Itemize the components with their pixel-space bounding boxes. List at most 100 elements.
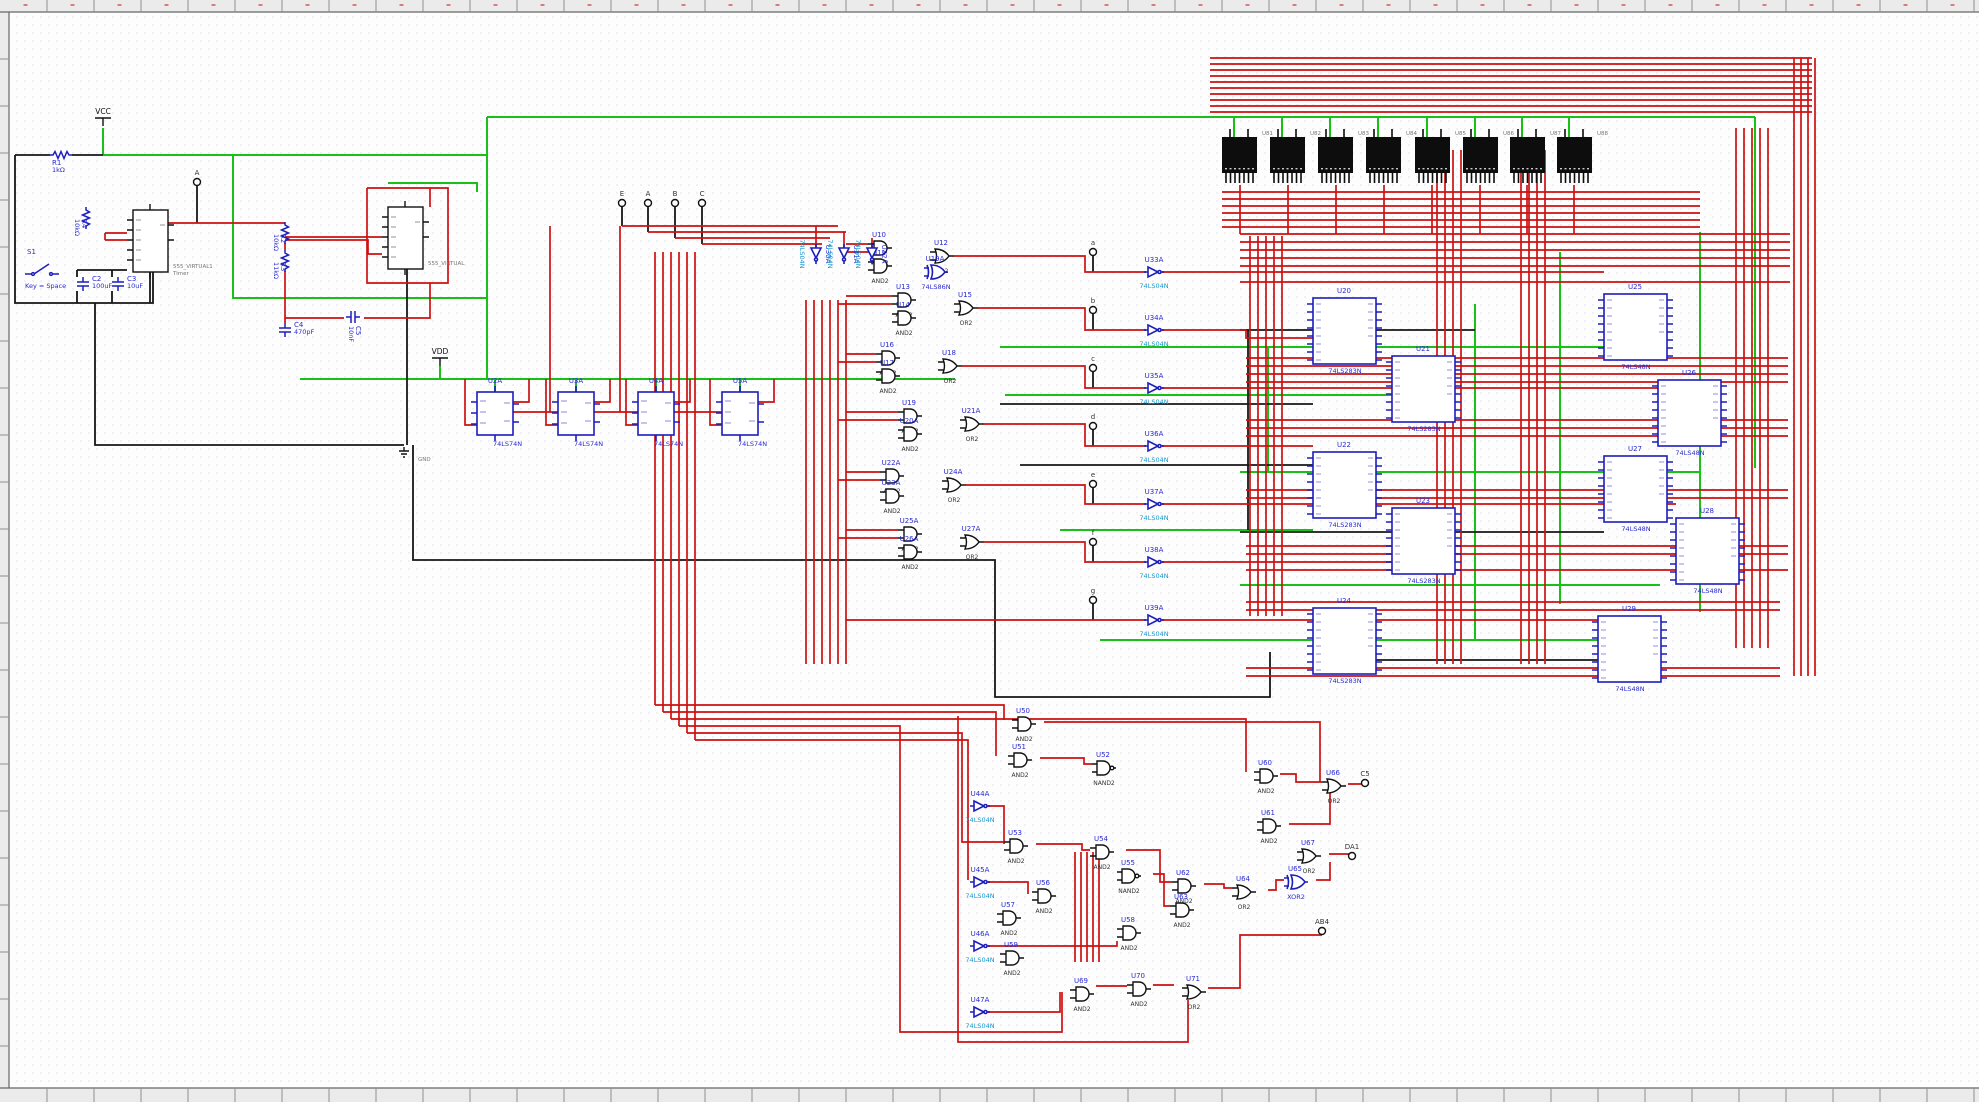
- timer-chip-555_VIRTUAL-icon: [381, 200, 430, 276]
- wire: [954, 255, 1146, 273]
- terminal-C5[interactable]: C5: [1360, 770, 1370, 788]
- seven-segment-display-U81[interactable]: U81: [1221, 128, 1273, 184]
- timer-chip-555_VIRTUAL[interactable]: 555_VIRTUAL: [381, 200, 465, 276]
- terminal-c[interactable]: c: [1088, 355, 1098, 373]
- terminal-d[interactable]: d: [1088, 413, 1098, 431]
- terminal-a[interactable]: a: [1088, 239, 1098, 257]
- seven-segment-display-U88[interactable]: U88: [1556, 128, 1609, 184]
- terminal-E[interactable]: E: [617, 190, 627, 208]
- seven-segment-display-U87[interactable]: U87: [1509, 128, 1562, 184]
- seven-segment-display-U85[interactable]: U85: [1414, 128, 1467, 184]
- terminal-e[interactable]: e: [1088, 471, 1098, 489]
- seven-segment-display-U82[interactable]: U82: [1269, 128, 1321, 184]
- vdd-symbol[interactable]: VDD: [431, 347, 449, 367]
- seven-segment-display-U86[interactable]: U86: [1462, 128, 1515, 184]
- seven-segment-display-U84[interactable]: U84: [1365, 128, 1418, 184]
- terminal-A[interactable]: A: [192, 169, 202, 187]
- terminal-B[interactable]: B: [670, 190, 680, 208]
- terminal-C[interactable]: C: [697, 190, 707, 208]
- terminal-f[interactable]: f: [1088, 529, 1098, 547]
- seven-segment-display-U83[interactable]: U83: [1317, 128, 1370, 184]
- terminal-A[interactable]: A: [643, 190, 653, 208]
- terminal-b[interactable]: b: [1088, 297, 1098, 315]
- terminal-DA1[interactable]: DA1: [1345, 843, 1360, 861]
- terminal-g[interactable]: g: [1088, 587, 1098, 605]
- gnd-symbol[interactable]: GND: [398, 446, 431, 463]
- vcc-symbol[interactable]: VCC: [94, 107, 112, 127]
- terminal-AB4[interactable]: AB4: [1315, 918, 1330, 936]
